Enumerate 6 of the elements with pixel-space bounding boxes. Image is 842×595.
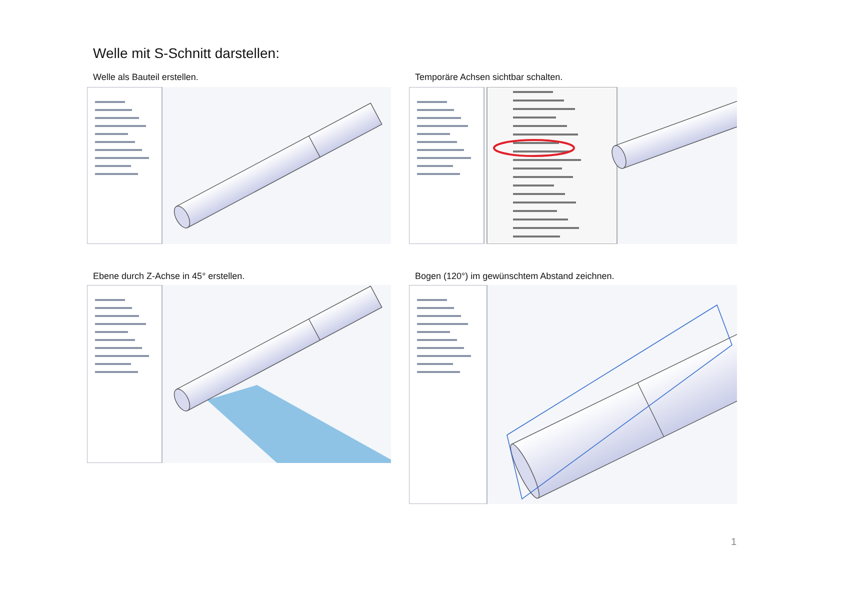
step-caption: Ebene durch Z-Achse in 45° erstellen. <box>93 271 245 281</box>
page-title: Welle mit S-Schnitt darstellen: <box>93 45 280 61</box>
step-caption: Temporäre Achsen sichtbar schalten. <box>415 72 563 82</box>
page-number: 1 <box>731 537 737 548</box>
step-caption: Bogen (120°) im gewünschtem Abstand zeichnen. <box>415 271 614 281</box>
step-caption: Welle als Bauteil erstellen. <box>93 72 198 82</box>
